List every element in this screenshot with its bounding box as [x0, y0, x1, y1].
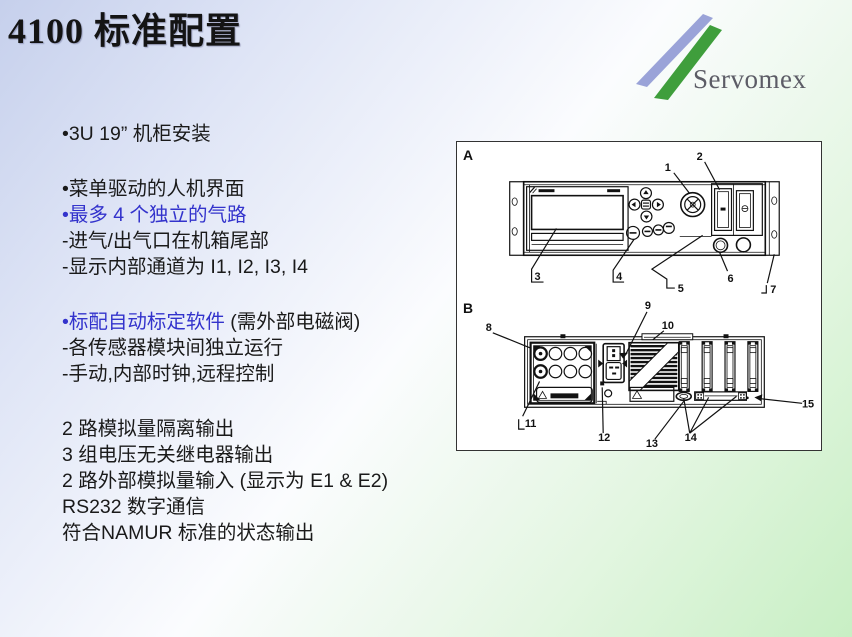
- callout-15: 15: [802, 398, 814, 410]
- bullet-group: •菜单驱动的人机界面 •最多 4 个独立的气路 -进气/出气口在机箱尾部 -显示内部通…: [62, 176, 492, 280]
- bullet-line: -手动,内部时钟,远程控制: [62, 361, 492, 387]
- front-callout-leaders: [530, 161, 775, 294]
- right-mounting-ear: [764, 181, 780, 256]
- bullet-line: •最多 4 个独立的气路: [62, 202, 492, 228]
- bullet-line: -各传感器模块间独立运行: [62, 335, 492, 361]
- bullet-segment: 2 路外部模拟量输入 (显示为 E1 & E2): [62, 470, 389, 492]
- rotary-knob: [679, 191, 706, 218]
- bullet-line: 符合NAMUR 标准的状态输出: [62, 520, 492, 546]
- diagram-frame: A B: [456, 141, 822, 451]
- bullet-segment: (需外部电磁阀): [230, 311, 361, 333]
- rating-label-plate: [535, 386, 593, 403]
- bullet-line: -进气/出气口在机箱尾部: [62, 228, 492, 254]
- callout-6: 6: [727, 273, 733, 285]
- left-arrow-icon: [631, 201, 636, 208]
- softkey-buttons: [625, 221, 675, 240]
- bezel-brand-text: [538, 189, 555, 193]
- bullet-line: 2 路模拟量隔离输出: [62, 416, 492, 442]
- callout-5: 5: [678, 283, 684, 295]
- front-chassis: [522, 180, 767, 257]
- view-b-label: B: [463, 300, 473, 316]
- fan-grille: [628, 341, 680, 392]
- callout-11: 11: [525, 418, 537, 430]
- bullet-group: 2 路模拟量隔离输出 3 组电压无关继电器输出 2 路外部模拟量输入 (显示为 E1…: [62, 416, 492, 546]
- bullet-segment: •3U 19” 机柜安装: [62, 123, 211, 145]
- bullet-line: 3 组电压无关继电器输出: [62, 442, 492, 468]
- bullet-groups: •3U 19” 机柜安装 •菜单驱动的人机界面 •最多 4 个独立的气路 -进气/出气…: [62, 121, 492, 546]
- card-slot-strip: [530, 232, 624, 241]
- bullet-group: •3U 19” 机柜安装: [62, 121, 492, 147]
- bullet-line: •标配自动标定软件 (需外部电磁阀): [62, 309, 492, 335]
- callout-3: 3: [535, 271, 541, 283]
- card-slot: [701, 341, 713, 392]
- servomex-logo: Servomex: [636, 14, 806, 100]
- bullet-line: •3U 19” 机柜安装: [62, 121, 492, 147]
- callout-13: 13: [646, 438, 658, 450]
- up-arrow-icon: [643, 190, 649, 195]
- bullet-segment: •标配自动标定软件: [62, 311, 231, 333]
- callout-4: 4: [616, 271, 623, 283]
- bezel-logo-swoosh-icon: [529, 186, 536, 194]
- logo-stroke-blue-icon: [636, 14, 713, 87]
- callout-8: 8: [486, 322, 492, 334]
- mains-inlet: [598, 342, 628, 384]
- rear-card-slots: [678, 341, 759, 392]
- warning-triangle-icon: [537, 390, 548, 399]
- rear-callout-leaders: [492, 311, 803, 440]
- panel-diagram: A B: [463, 147, 814, 450]
- bullet-line: 2 路外部模拟量输入 (显示为 E1 & E2): [62, 468, 492, 494]
- bezel-model-text: [607, 189, 621, 193]
- callout-1: 1: [665, 162, 671, 174]
- callout-10: 10: [662, 320, 674, 332]
- bullet-segment: 符合NAMUR 标准的状态输出: [62, 522, 315, 544]
- bullet-segment: •最多 4 个独立的气路: [62, 204, 247, 226]
- bullet-line: RS232 数字通信: [62, 494, 492, 520]
- rear-long-connector: [694, 391, 748, 401]
- bullet-segment: 2 路模拟量隔离输出: [62, 418, 235, 440]
- bullet-group: •标配自动标定软件 (需外部电磁阀)-各传感器模块间独立运行-手动,内部时钟,远…: [62, 309, 492, 387]
- card-slot: [678, 341, 690, 392]
- display-screen: [530, 194, 624, 231]
- bullet-segment: 3 组电压无关继电器输出: [62, 444, 274, 466]
- bullet-segment: -手动,内部时钟,远程控制: [62, 363, 275, 385]
- bullet-segment: RS232 数字通信: [62, 496, 206, 518]
- bullet-segment: -进气/出气口在机箱尾部: [62, 230, 269, 252]
- logo-stroke-green-icon: [654, 25, 722, 100]
- front-connector-right: [735, 237, 752, 253]
- bullet-line: •菜单驱动的人机界面: [62, 176, 492, 202]
- bullet-segment: -各传感器模块间独立运行: [62, 337, 283, 359]
- display-bezel: [526, 186, 629, 251]
- front-connector-left: [712, 237, 729, 254]
- right-arrow-icon: [656, 201, 661, 208]
- ground-screw: [600, 381, 605, 386]
- rear-warning-plate: [629, 386, 675, 402]
- enter-key: [640, 199, 652, 210]
- logo-wordmark: Servomex: [693, 64, 806, 94]
- down-arrow-icon: [643, 215, 650, 220]
- fan-bracket: [641, 333, 694, 341]
- rear-connector-panel: [529, 341, 596, 405]
- card-slot: [724, 341, 736, 392]
- front-panel-drawing: [509, 180, 780, 257]
- callout-9: 9: [645, 300, 651, 312]
- bullet-line: -显示内部通道为 I1, I2, I3, I4: [62, 254, 492, 280]
- bullet-segment: -显示内部通道为 I1, I2, I3, I4: [62, 256, 308, 278]
- front-module-slots: [711, 183, 763, 236]
- view-a-label: A: [463, 147, 473, 163]
- callout-2: 2: [697, 151, 703, 163]
- nav-keypad: [628, 187, 664, 223]
- rear-panel-drawing: [524, 333, 765, 408]
- callout-7: 7: [770, 284, 776, 296]
- left-mounting-ear: [509, 181, 525, 256]
- callout-12: 12: [598, 432, 610, 444]
- bullet-segment: •菜单驱动的人机界面: [62, 178, 245, 200]
- warning-triangle-icon: [631, 390, 643, 399]
- page-title: 4100 标准配置: [8, 11, 243, 51]
- callout-14: 14: [685, 432, 698, 444]
- card-slot: [747, 341, 759, 392]
